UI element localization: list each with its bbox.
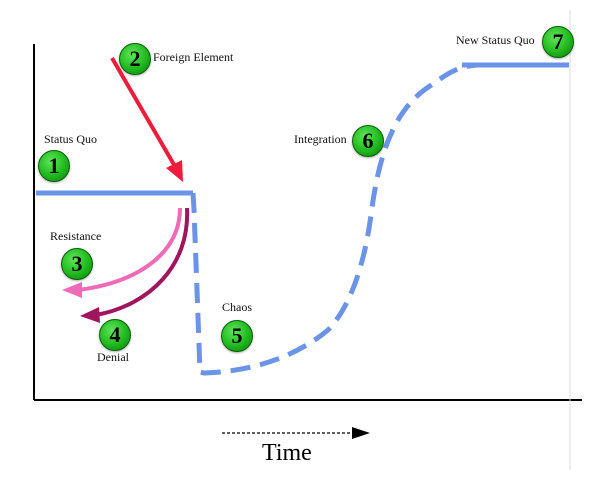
foreign-element-arrowhead [166,160,183,182]
foreign-element-label: Foreign Element [153,50,234,64]
change-curve [190,62,479,376]
stage-1-badge: 1 [38,150,70,182]
time-arrowhead [352,427,370,439]
stage-5-badge: 5 [221,320,253,352]
foreign-element-arrow [110,56,182,177]
resistance-arrow [77,207,182,292]
stage-4-badge: 4 [99,319,131,351]
stage-3-badge: 3 [61,248,93,280]
stage-6-badge: 6 [352,125,384,157]
chaos-label: Chaos [222,300,252,314]
denial-label: Denial [97,350,129,364]
resistance-label: Resistance [50,229,102,243]
stage-2-badge: 2 [119,43,151,75]
resistance-arrowhead [62,282,82,298]
new-status-quo-label: New Status Quo [456,33,535,47]
x-axis-label: Time [262,440,312,466]
integration-label: Integration [294,132,347,146]
status-quo-label: Status Quo [44,132,98,146]
stage-7-badge: 7 [542,26,574,58]
denial-arrowhead [80,307,100,323]
denial-arrow [95,207,190,317]
